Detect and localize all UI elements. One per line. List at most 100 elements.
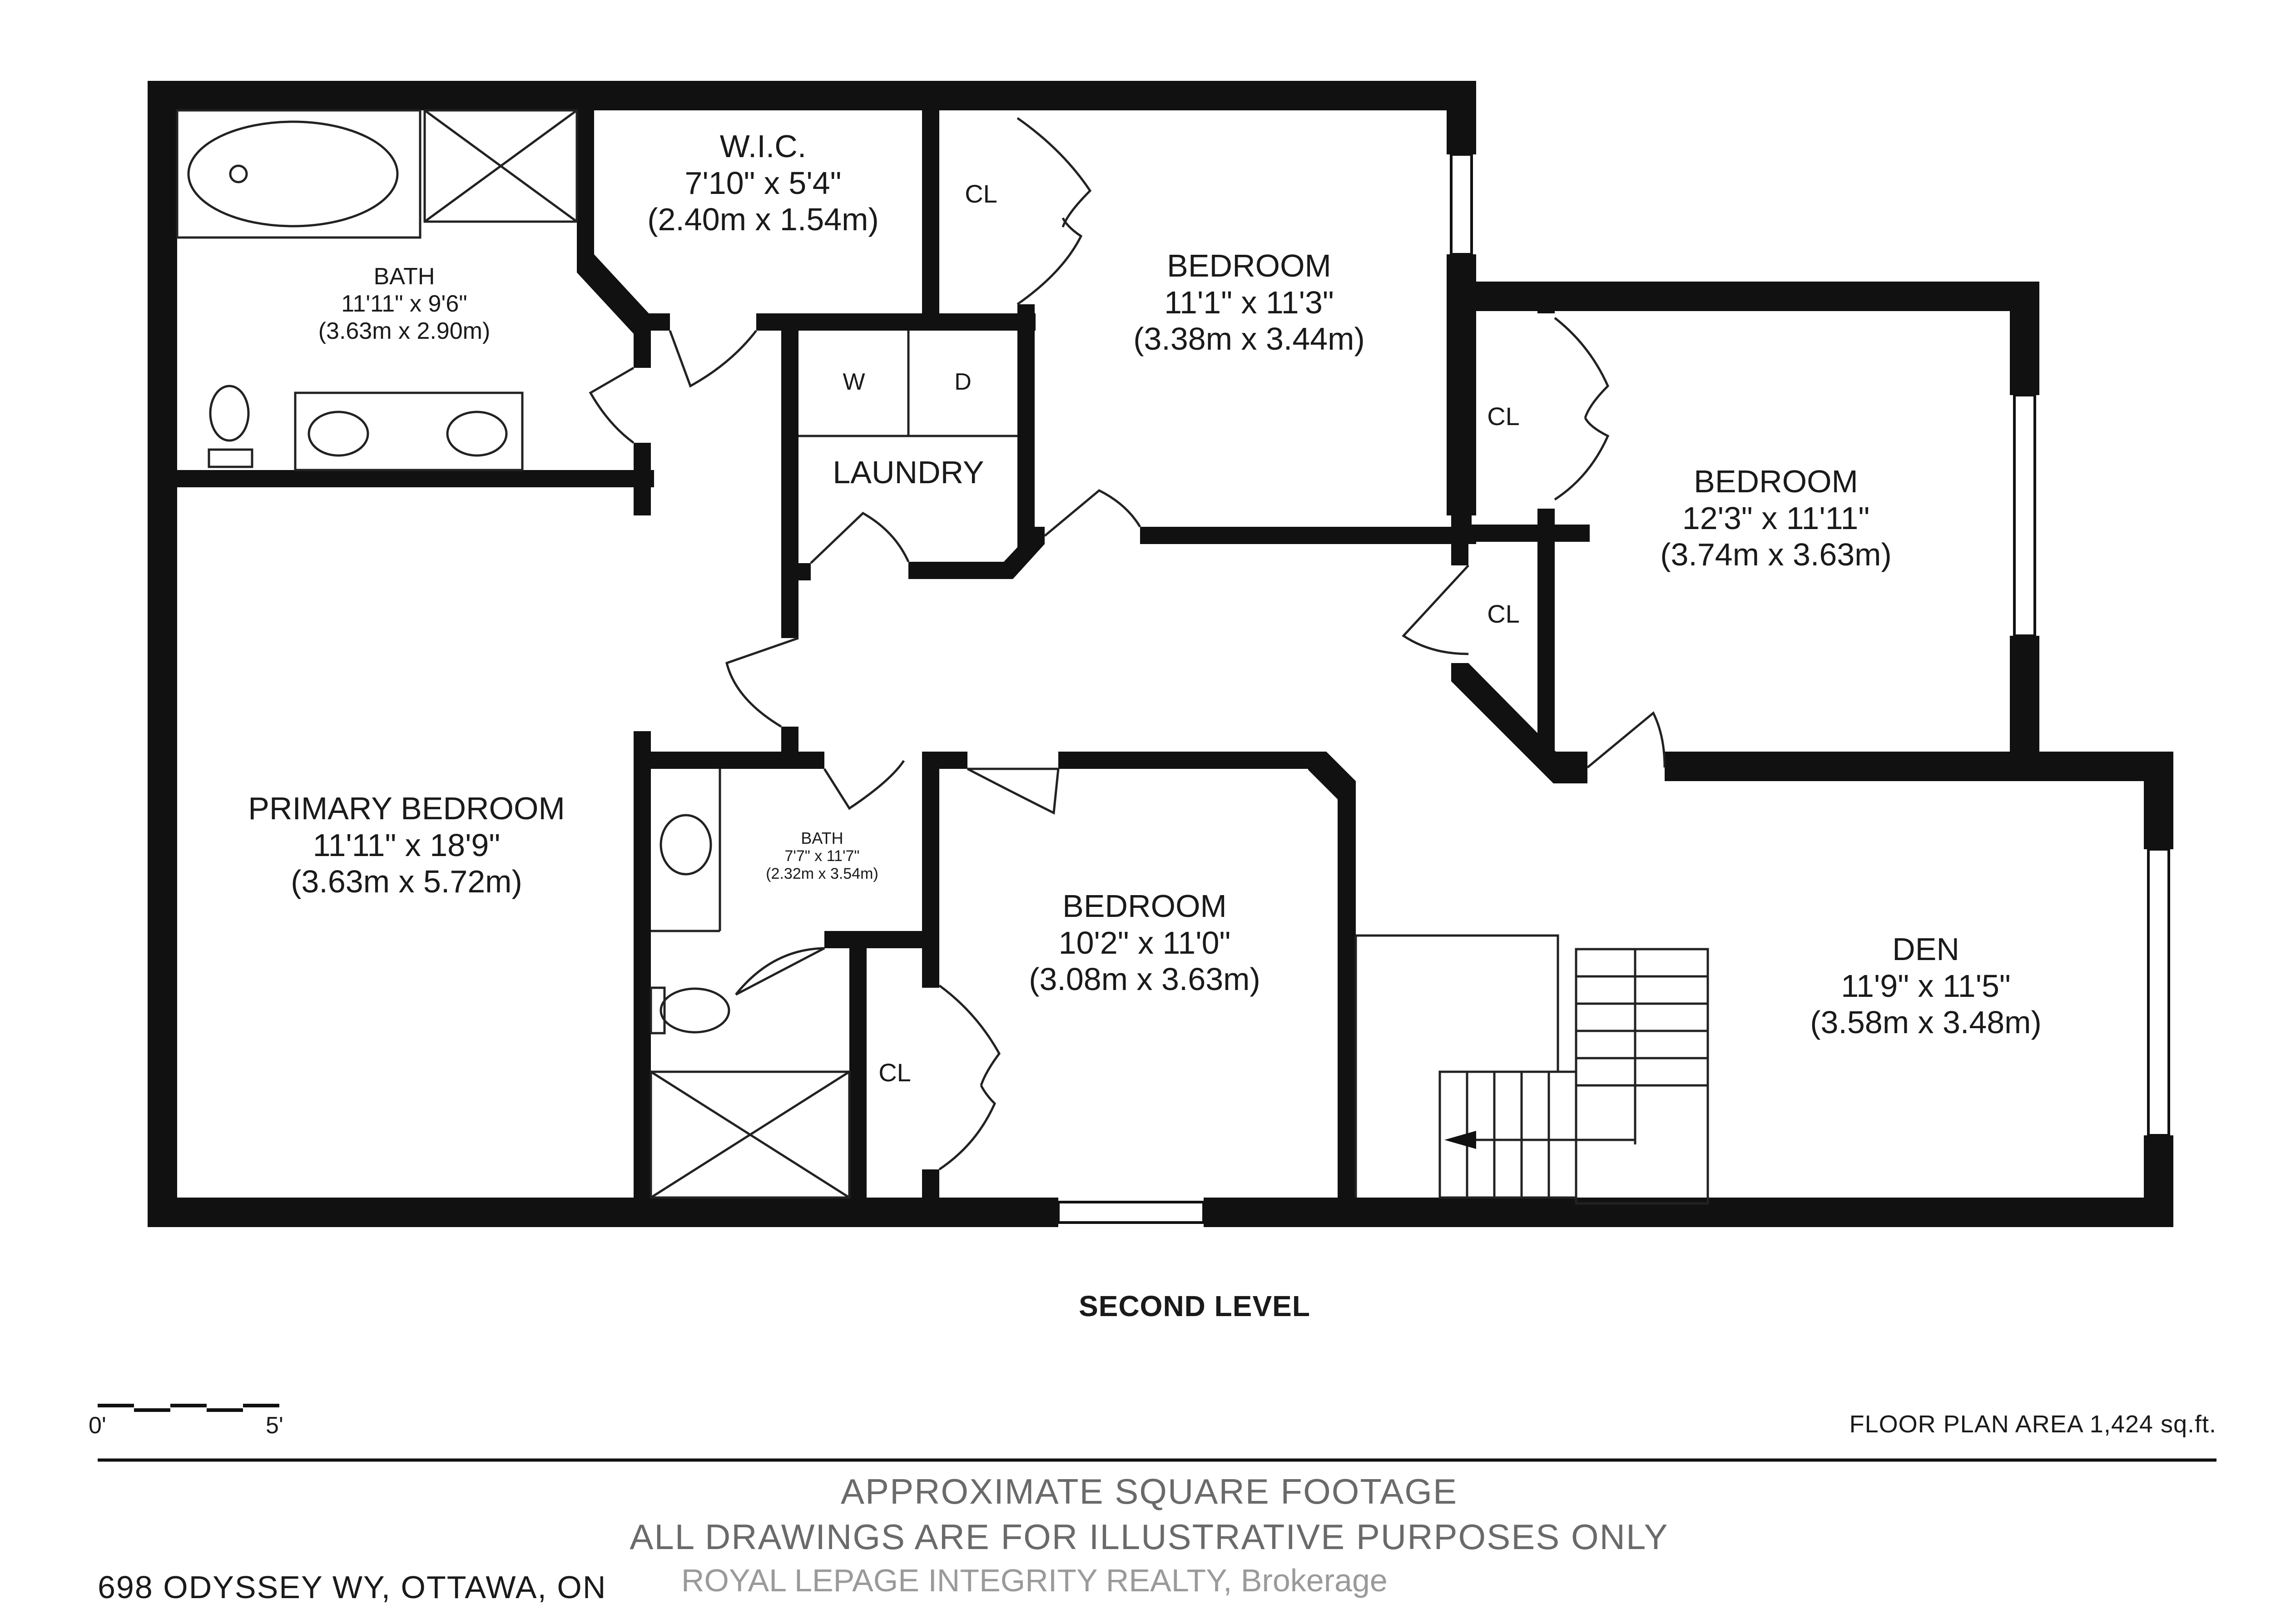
bedroom-bottom-label: BEDROOM 10'2" x 11'0" (3.08m x 3.63m) bbox=[981, 888, 1308, 998]
wall-bottom-left bbox=[148, 1198, 1058, 1227]
tub-drain bbox=[229, 164, 248, 183]
closet-label-wic: CL bbox=[965, 179, 997, 208]
toilet-main-tank bbox=[208, 448, 253, 468]
wall-cl-right-top-stub bbox=[1537, 282, 1555, 313]
wall-cl-right-vert bbox=[1537, 509, 1555, 765]
scale-start-label: 0' bbox=[89, 1412, 106, 1439]
toilet-main bbox=[209, 385, 250, 442]
wall-den-top bbox=[1665, 752, 2173, 781]
window-bath bbox=[151, 262, 174, 424]
room-dim-imperial: 11'9" x 11'5" bbox=[1841, 968, 2011, 1004]
room-dim-metric: (3.74m x 3.63m) bbox=[1660, 537, 1892, 572]
wall-top-left bbox=[148, 81, 1476, 110]
wall-wic-diagonal bbox=[577, 254, 651, 334]
wall-cl-right-stub2 bbox=[1451, 538, 1468, 565]
interior-walls bbox=[148, 81, 1590, 1226]
stairs-upper bbox=[1575, 948, 1709, 1205]
room-dim-metric: (3.63m x 5.72m) bbox=[291, 864, 522, 899]
wall-bedroom-right-side-bot bbox=[2010, 636, 2039, 767]
wall-bath-right-stub bbox=[634, 443, 651, 515]
wall-bedroom-bottom-top bbox=[1058, 752, 1317, 769]
room-dim-metric: (2.40m x 1.54m) bbox=[647, 202, 879, 237]
wall-hall-stub bbox=[781, 727, 798, 769]
den-label: DEN 11'9" x 11'5" (3.58m x 3.48m) bbox=[1762, 931, 2089, 1041]
room-dim-metric: (3.38m x 3.44m) bbox=[1133, 321, 1365, 356]
wall-sbath-left bbox=[634, 731, 651, 1226]
sink-2 bbox=[446, 411, 508, 457]
wall-wic-bottom-stub bbox=[634, 313, 670, 331]
window-bedroom-bottom bbox=[1057, 1201, 1205, 1224]
room-name: BEDROOM bbox=[1694, 464, 1858, 499]
window-bedroom-top bbox=[1450, 153, 1473, 256]
room-name: DEN bbox=[1892, 931, 1959, 967]
door-cl-bottom-2 bbox=[938, 1084, 996, 1171]
room-dim-imperial: 12'3" x 11'11" bbox=[1682, 500, 1870, 536]
closet-label-right-upper: CL bbox=[1487, 402, 1520, 431]
bathtub-basin bbox=[187, 120, 399, 228]
door-cl-wic-1 bbox=[1016, 117, 1092, 228]
room-dim-imperial: 11'1" x 11'3" bbox=[1164, 284, 1334, 320]
wall-den-right-top bbox=[2144, 752, 2173, 849]
shower-small bbox=[650, 1070, 851, 1199]
wall-sbath-right bbox=[922, 752, 939, 988]
door-cl-right-1 bbox=[1554, 317, 1609, 418]
door-cl-wic-2 bbox=[1016, 217, 1083, 306]
door-cl-right-2 bbox=[1554, 417, 1610, 501]
wall-bath-bottom bbox=[148, 470, 654, 487]
floor-plan-area: FLOOR PLAN AREA 1,424 sq.ft. bbox=[1849, 1411, 2216, 1438]
bath-small-label: BATH 7'7" x 11'7" (2.32m x 3.54m) bbox=[727, 829, 917, 883]
wall-laundry-corner bbox=[908, 527, 1045, 579]
shower-small-x2 bbox=[650, 1070, 850, 1199]
door-cl-bottom-1 bbox=[938, 984, 1001, 1086]
door-bedroom-top bbox=[1044, 489, 1141, 537]
wall-den-right-bot bbox=[2144, 1135, 2173, 1226]
stairs-lower bbox=[1438, 1070, 1577, 1199]
wall-cl-diagonal bbox=[1451, 663, 1572, 783]
disclaimer-approximate: APPROXIMATE SQUARE FOOTAGE bbox=[841, 1471, 1458, 1511]
room-name: BEDROOM bbox=[1062, 888, 1227, 924]
wall-laundry-left bbox=[781, 313, 798, 572]
laundry-label: LAUNDRY bbox=[833, 455, 984, 490]
wall-cl-right-mid bbox=[1451, 525, 1590, 542]
sbath-sink bbox=[659, 814, 712, 876]
wall-laundry-stub bbox=[781, 563, 811, 580]
door-bath-main bbox=[589, 366, 635, 444]
window-bedroom-right bbox=[2013, 394, 2036, 637]
room-dim-metric: (3.58m x 3.48m) bbox=[1810, 1005, 2042, 1040]
wall-wic-right bbox=[922, 81, 939, 331]
wall-bedroom-top-bottom bbox=[1140, 527, 1476, 544]
disclaimer-illustrative: ALL DRAWINGS ARE FOR ILLUSTRATIVE PURPOS… bbox=[630, 1517, 1669, 1557]
wall-bath-wic bbox=[577, 81, 594, 262]
wall-bedroom-right-side-top bbox=[2010, 282, 2039, 395]
door-hall bbox=[725, 637, 799, 728]
room-dim-metric: (3.08m x 3.63m) bbox=[1029, 961, 1260, 997]
wall-bedroom-right-top bbox=[1447, 282, 2039, 311]
wall-left bbox=[148, 81, 177, 1226]
scale-end-label: 5' bbox=[266, 1412, 283, 1439]
closet-label-right-lower: CL bbox=[1487, 599, 1520, 628]
property-address: 698 ODYSSEY WY, OTTAWA, ON bbox=[98, 1570, 607, 1605]
scale-bar bbox=[98, 1404, 279, 1412]
bathtub bbox=[176, 109, 421, 239]
vanity-main bbox=[294, 391, 524, 471]
wall-right-upper-top bbox=[1447, 81, 1476, 154]
room-name: W.I.C. bbox=[719, 129, 807, 164]
level-title: SECOND LEVEL bbox=[1079, 1290, 1310, 1322]
door-laundry bbox=[810, 511, 910, 564]
room-dim-imperial: 7'7" x 11'7" bbox=[784, 847, 860, 865]
sbath-toilet-tank bbox=[650, 986, 666, 1035]
washer-label: W bbox=[843, 369, 865, 395]
stair-arrow-icon bbox=[1444, 1131, 1476, 1149]
wall-laundry-right bbox=[1017, 313, 1035, 536]
bath-main-label: BATH 11'11" x 9'6" (3.63m x 2.90m) bbox=[245, 263, 563, 345]
fixtures bbox=[176, 109, 1709, 1205]
shower-main-x2 bbox=[424, 109, 578, 223]
primary-bedroom-label: PRIMARY BEDROOM 11'11" x 18'9" (3.63m x … bbox=[191, 790, 622, 900]
room-dim-imperial: 7'10" x 5'4" bbox=[684, 165, 842, 201]
door-sbath-shower bbox=[735, 947, 825, 996]
closet-label-bottom: CL bbox=[878, 1058, 911, 1087]
brokerage-name: ROYAL LEPAGE INTEGRITY REALTY, Brokerage bbox=[681, 1563, 1388, 1598]
wic-label: W.I.C. 7'10" x 5'4" (2.40m x 1.54m) bbox=[604, 128, 922, 238]
dryer-label: D bbox=[954, 369, 972, 395]
